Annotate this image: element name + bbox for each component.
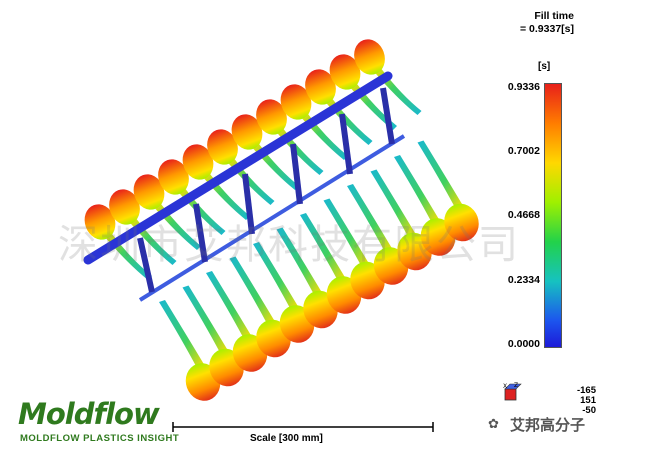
moldflow-subtitle: MOLDFLOW PLASTICS INSIGHT: [20, 433, 180, 444]
fill-time-value: = 0.9337[s]: [520, 23, 574, 35]
sprue-vertical-5: [339, 113, 353, 175]
sprue-vertical-4: [290, 143, 303, 205]
sprue-vertical-1: [137, 237, 155, 293]
wechat-icon: ✿: [488, 416, 499, 431]
legend-tick-max: 0.9336: [507, 81, 540, 93]
svg-text:Z: Z: [514, 382, 518, 389]
sprue-vertical-2: [193, 203, 208, 263]
main-runner-upper: [83, 71, 393, 265]
legend-tick-4: 0.2334: [507, 274, 540, 286]
legend-tick-3: 0.4668: [507, 209, 540, 221]
scale-bar: [172, 422, 434, 432]
moldflow-logo: Moldflow: [18, 397, 160, 431]
fill-time-title: Fill time: [534, 10, 574, 22]
rotation-z: -50: [582, 405, 596, 416]
lower-spoon-cavity: [417, 140, 479, 242]
color-scale-bar: [544, 83, 562, 348]
lower-cavity-row: [159, 140, 479, 401]
legend-tick-2: 0.7002: [507, 145, 540, 157]
rotation-y: 151: [580, 395, 596, 406]
watermark-text: 深圳市艾邦科技有限公司: [58, 222, 520, 268]
sprue-vertical-6: [380, 87, 395, 145]
fill-time-header: Fill time = 0.9337[s]: [520, 10, 574, 36]
xyz-axes-icon[interactable]: X Z: [500, 381, 522, 407]
sprue-vertical-3: [242, 173, 255, 235]
rotation-x: -165: [576, 385, 596, 396]
legend-tick-min: 0.0000: [507, 338, 540, 350]
svg-text:X: X: [503, 383, 507, 390]
scale-label: Scale [300 mm]: [250, 433, 323, 444]
runner-system: [83, 71, 406, 302]
legend-unit: [s]: [538, 61, 551, 72]
wechat-account-label: 艾邦高分子: [510, 417, 586, 434]
main-runner-lower: [138, 134, 406, 302]
view-rotation-readout: -165 151 -50: [560, 386, 596, 416]
